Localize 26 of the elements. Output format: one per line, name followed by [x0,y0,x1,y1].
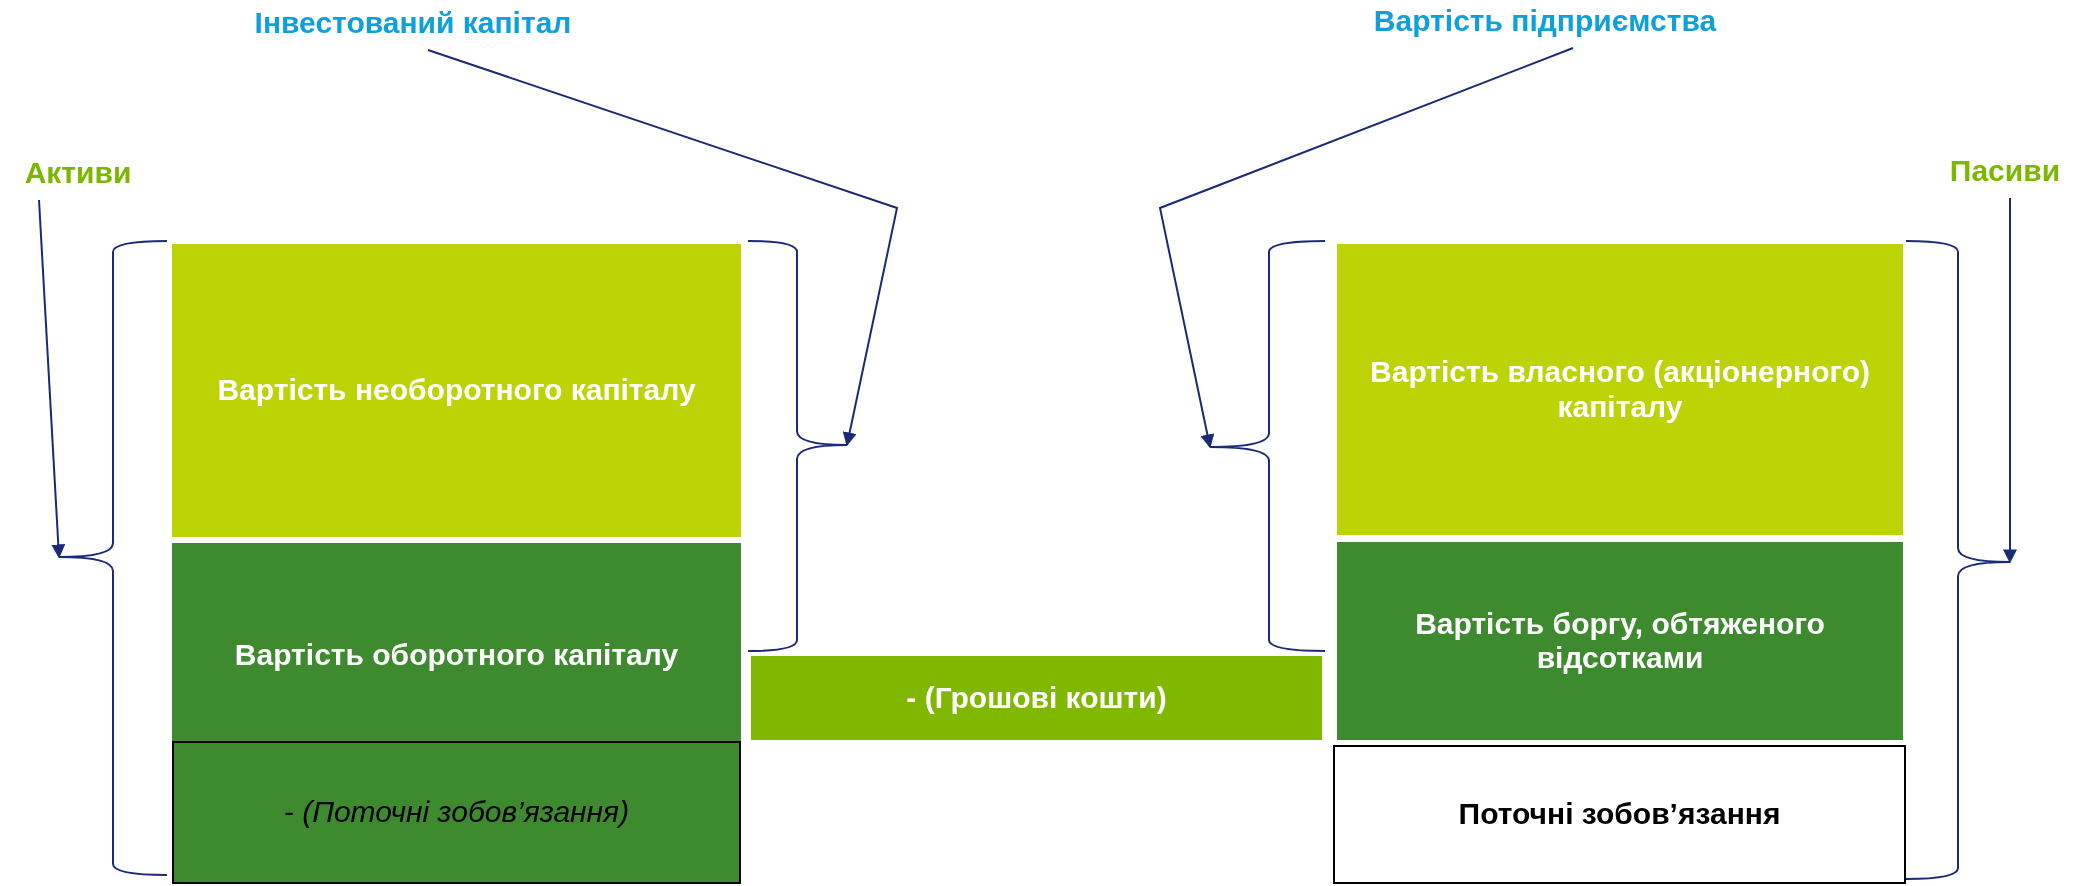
box-text: Поточні зобов’язання [1457,797,1782,832]
leader-arrow [427,49,899,447]
curly-brace [59,240,167,876]
leader-arrow [2003,197,2017,564]
outlined-box [1333,745,1906,884]
colored-box [1337,244,1903,535]
leader-arrow [1158,47,1574,449]
leader-arrow [38,199,66,559]
box-text: - (Поточні зобов’язання) [282,795,631,830]
box-text: Вартість необоротного капіталу [216,373,697,408]
heading-label: Інвестований капітал [253,6,573,41]
heading-label: Пасиви [1948,154,2062,189]
curly-brace [1906,240,2010,880]
outlined-box [172,741,741,884]
colored-box [1337,542,1903,740]
box-text: - (Грошові кошти) [905,680,1168,716]
colored-box [751,656,1322,740]
curly-brace [1210,240,1325,652]
box-text: Вартість оборотного капіталу [233,638,680,673]
heading-label: Вартість підприємства [1372,4,1718,39]
box-text: Вартість власного (акціонерного) капіталу [1369,355,1871,424]
colored-box [172,244,741,537]
box-text: Вартість боргу, обтяженого відсотками [1414,606,1826,676]
colored-box [172,543,741,884]
heading-label: Активи [23,156,133,191]
curly-brace [748,240,847,652]
